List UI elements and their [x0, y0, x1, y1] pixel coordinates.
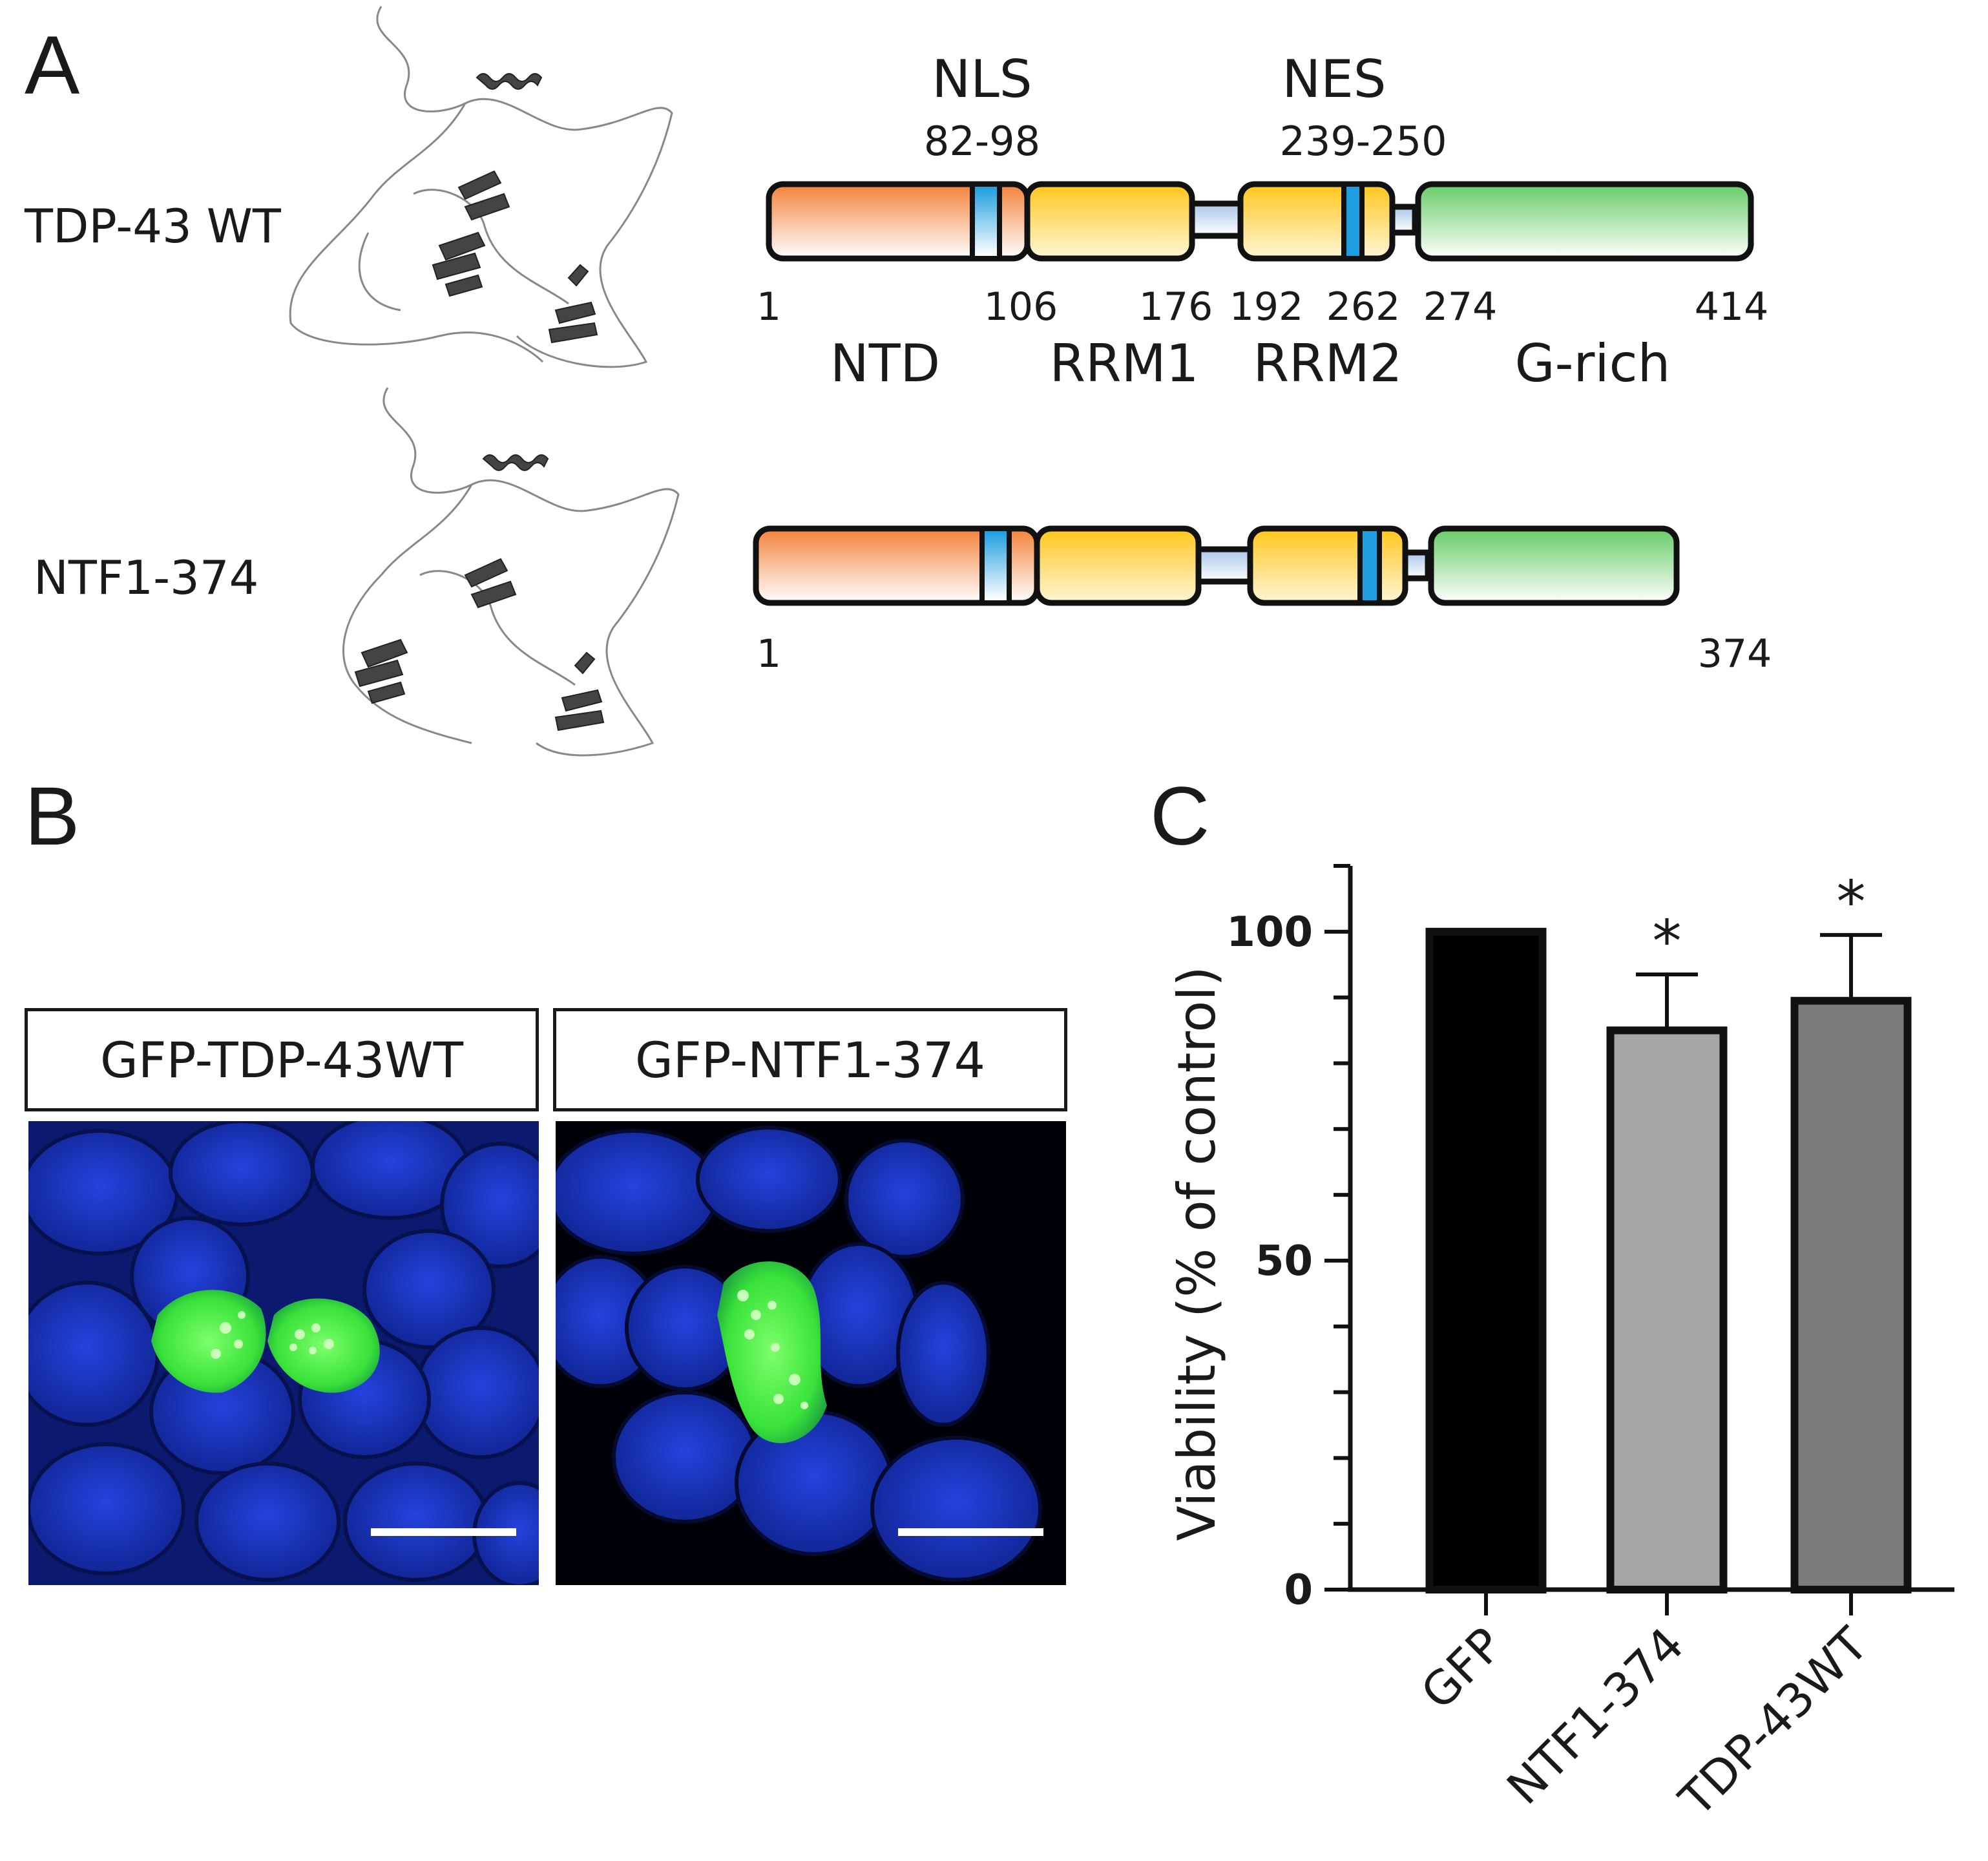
x-tick-label: TDP-43WT: [1668, 1617, 1878, 1827]
micrograph-title-left: GFP-TDP-43WT: [25, 1008, 539, 1111]
wt-position-414: 414: [1695, 284, 1769, 330]
x-tick-label: NTF1-374: [1496, 1617, 1694, 1815]
y-tick-label: 100: [1226, 909, 1313, 956]
wt-position-262: 262: [1326, 284, 1401, 330]
domain-diagram: NLS 82-98 NES 239-250 1 106 176 192 262 …: [753, 52, 1772, 677]
nls-label: NLS: [932, 52, 1032, 109]
x-tick-label: GFP: [1410, 1617, 1513, 1720]
tdp43-wt-domain-bar: [766, 181, 1754, 262]
panel-label-c: C: [1150, 770, 1210, 863]
significance-marker: *: [1653, 908, 1682, 976]
gfp-signal-left: [151, 1290, 380, 1393]
bar-gfp: [1425, 927, 1547, 1593]
nls-segment-wt: [972, 187, 999, 256]
ntf-position-374: 374: [1698, 631, 1772, 677]
rrm2-domain-wt: [1237, 181, 1396, 262]
nes-segment-wt: [1344, 187, 1362, 256]
wt-position-106: 106: [984, 284, 1058, 330]
gfp-signal-right: [717, 1261, 827, 1444]
bar-ntf1-374: [1606, 1026, 1728, 1593]
micrograph-title-right: GFP-NTF1-374: [553, 1008, 1067, 1111]
nes-label: NES: [1282, 52, 1386, 109]
wt-position-1: 1: [757, 284, 781, 330]
scale-bar-left: [371, 1528, 516, 1536]
linker-1-ntf: [1192, 546, 1253, 585]
y-tick-label: 0: [1284, 1566, 1313, 1614]
linker-1-wt: [1186, 200, 1244, 239]
significance-marker: *: [1837, 868, 1866, 936]
y-axis-title: Viability (% of control): [1167, 966, 1227, 1541]
ntf1-374-domain-bar: [753, 525, 1680, 606]
wt-position-192: 192: [1229, 284, 1304, 330]
wt-position-176: 176: [1139, 284, 1213, 330]
nes-range: 239-250: [1279, 118, 1447, 165]
domain-label-rrm1: RRM1: [1049, 333, 1198, 394]
micrograph-gfp-ntf1-374: [556, 1121, 1066, 1585]
ntf1-374-structure-image: [342, 387, 680, 757]
nes-segment-ntf: [1360, 531, 1379, 600]
tdp43-wt-structure-image: [289, 6, 673, 368]
domain-label-rrm2: RRM2: [1253, 333, 1402, 394]
panel-label-b: B: [25, 770, 80, 863]
rrm1-domain-wt: [1024, 181, 1195, 262]
domain-label-g-rich: G-rich: [1515, 333, 1671, 394]
ntf-position-1: 1: [757, 631, 781, 677]
rrm1-domain-ntf: [1034, 525, 1202, 606]
panel-label-a: A: [25, 19, 80, 112]
nls-segment-ntf: [982, 531, 1009, 600]
ntf1-374-label: NTF1-374: [34, 551, 259, 605]
micrograph-gfp-tdp43wt: [28, 1121, 539, 1585]
g-rich-domain-wt: [1415, 181, 1754, 262]
tdp43-wt-label: TDP-43 WT: [25, 199, 281, 253]
scale-bar-right: [898, 1528, 1043, 1536]
g-rich-domain-ntf: [1428, 525, 1680, 606]
wt-position-274: 274: [1423, 284, 1498, 330]
nls-range: 82-98: [924, 118, 1040, 165]
y-tick-label: 50: [1255, 1237, 1313, 1285]
bar-tdp-43wt: [1790, 996, 1912, 1593]
domain-label-ntd: NTD: [830, 333, 940, 394]
